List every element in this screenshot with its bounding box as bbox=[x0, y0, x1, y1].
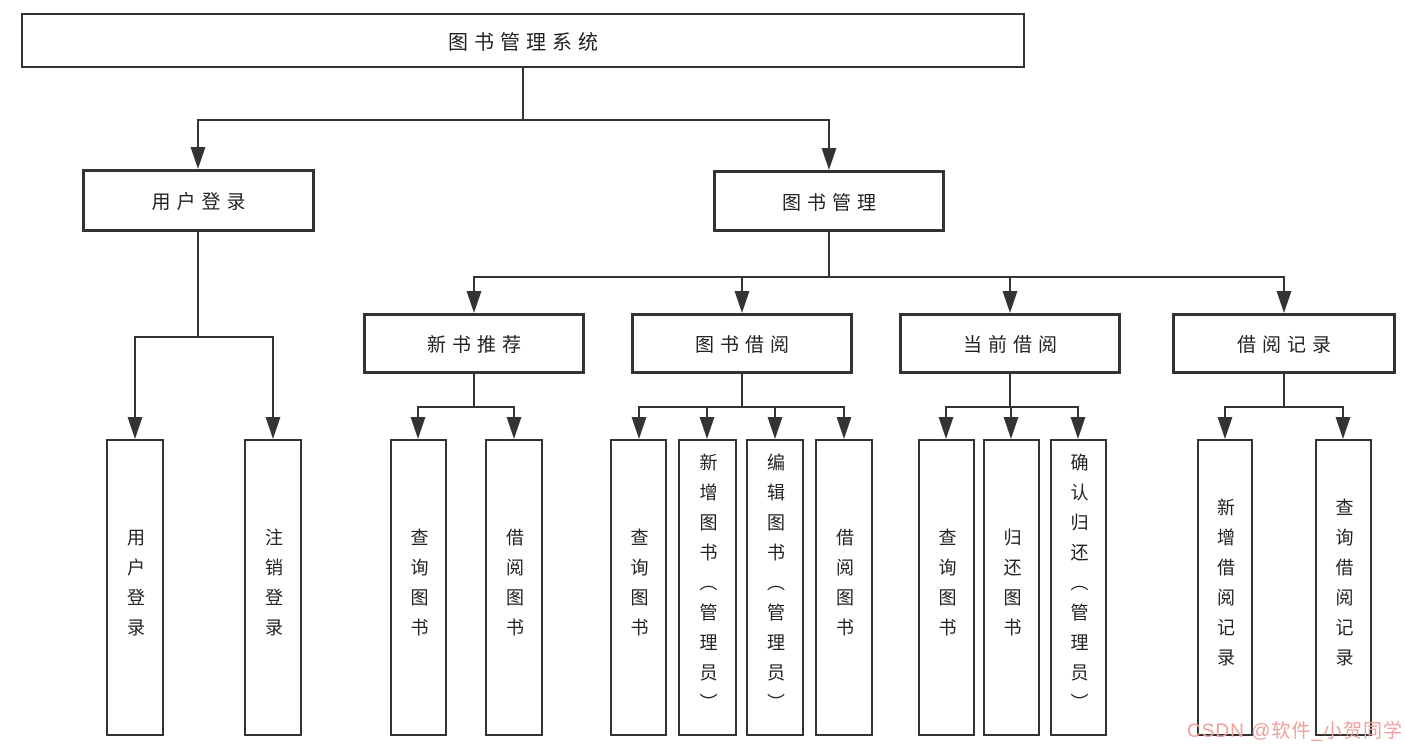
node-current-borrow-label: 当前借阅 bbox=[962, 335, 1063, 356]
leaf-borrow-borrow-label: 借阅图书 bbox=[834, 527, 854, 648]
leaf-newbook-query: 查询图书 bbox=[390, 439, 447, 736]
node-borrow-records-label: 借阅记录 bbox=[1236, 335, 1337, 356]
arrow-down-icon bbox=[699, 417, 715, 439]
arrow-down-icon bbox=[466, 291, 482, 313]
leaf-records-add: 新增借阅记录 bbox=[1197, 439, 1253, 736]
leaf-current-return: 归还图书 bbox=[983, 439, 1040, 736]
leaf-borrow-query-label: 查询图书 bbox=[628, 527, 649, 648]
leaf-current-confirm-label: 确认归还（管理员） bbox=[1068, 452, 1089, 723]
leaf-current-return-label: 归还图书 bbox=[1001, 527, 1022, 648]
node-book-mgmt-label: 图书管理 bbox=[781, 192, 882, 214]
leaf-records-query-label: 查询借阅记录 bbox=[1333, 497, 1354, 678]
node-book-borrow-label: 图书借阅 bbox=[694, 335, 795, 356]
node-book-mgmt: 图书管理 bbox=[713, 170, 945, 232]
leaf-borrow-query: 查询图书 bbox=[610, 439, 667, 736]
arrow-down-icon bbox=[938, 417, 954, 439]
leaf-records-query: 查询借阅记录 bbox=[1315, 439, 1372, 736]
connector-user-login-to-leaves bbox=[127, 232, 281, 439]
node-book-borrow: 图书借阅 bbox=[631, 313, 853, 374]
arrow-down-icon bbox=[265, 417, 281, 439]
arrow-down-icon bbox=[767, 417, 783, 439]
arrow-down-icon bbox=[734, 291, 750, 313]
node-borrow-records: 借阅记录 bbox=[1172, 313, 1396, 374]
arrow-down-icon bbox=[1002, 291, 1018, 313]
leaf-current-query-label: 查询图书 bbox=[936, 527, 957, 648]
node-user-login: 用户登录 bbox=[82, 169, 315, 232]
leaf-current-confirm: 确认归还（管理员） bbox=[1050, 439, 1107, 736]
arrow-down-icon bbox=[1003, 417, 1019, 439]
connector-current-borrow-to-leaves bbox=[938, 374, 1086, 439]
node-new-book-rec-label: 新书推荐 bbox=[426, 335, 527, 356]
leaf-borrow-add: 新增图书（管理员） bbox=[678, 439, 737, 736]
arrow-down-icon bbox=[410, 417, 426, 439]
arrow-down-icon bbox=[821, 148, 837, 170]
arrow-down-icon bbox=[506, 417, 522, 439]
leaf-borrow-edit: 编辑图书（管理员） bbox=[746, 439, 804, 736]
arrow-down-icon bbox=[127, 417, 143, 439]
connector-new-book-to-leaves bbox=[410, 374, 522, 439]
leaf-borrow-edit-label: 编辑图书（管理员） bbox=[765, 452, 785, 723]
leaf-user-login: 用户登录 bbox=[106, 439, 164, 736]
node-current-borrow: 当前借阅 bbox=[899, 313, 1121, 374]
leaf-user-login-label: 用户登录 bbox=[125, 527, 145, 648]
arrow-down-icon bbox=[1276, 291, 1292, 313]
arrow-down-icon bbox=[1217, 417, 1233, 439]
arrow-down-icon bbox=[190, 147, 206, 169]
leaf-newbook-borrow-label: 借阅图书 bbox=[504, 527, 524, 648]
arrow-down-icon bbox=[1335, 417, 1351, 439]
arrow-down-icon bbox=[1070, 417, 1086, 439]
leaf-newbook-query-label: 查询图书 bbox=[408, 527, 429, 648]
node-new-book-rec: 新书推荐 bbox=[363, 313, 585, 374]
node-root: 图书管理系统 bbox=[21, 13, 1025, 68]
leaf-logout-label: 注销登录 bbox=[263, 527, 283, 648]
leaf-newbook-borrow: 借阅图书 bbox=[485, 439, 543, 736]
leaf-records-add-label: 新增借阅记录 bbox=[1215, 497, 1235, 678]
arrow-down-icon bbox=[631, 417, 647, 439]
leaf-logout: 注销登录 bbox=[244, 439, 302, 736]
node-user-login-label: 用户登录 bbox=[151, 192, 252, 213]
watermark: CSDN @软件_小贺同学 bbox=[1187, 721, 1403, 742]
arrow-down-icon bbox=[836, 417, 852, 439]
leaf-current-query: 查询图书 bbox=[918, 439, 975, 736]
connector-root-to-level1 bbox=[190, 68, 837, 170]
leaf-borrow-add-label: 新增图书（管理员） bbox=[697, 452, 718, 723]
connector-borrow-records-to-leaves bbox=[1217, 374, 1351, 439]
leaf-borrow-borrow: 借阅图书 bbox=[815, 439, 873, 736]
connector-book-mgmt-to-level2 bbox=[466, 232, 1292, 313]
connector-book-borrow-to-leaves bbox=[631, 374, 852, 439]
node-root-label: 图书管理系统 bbox=[448, 32, 604, 54]
